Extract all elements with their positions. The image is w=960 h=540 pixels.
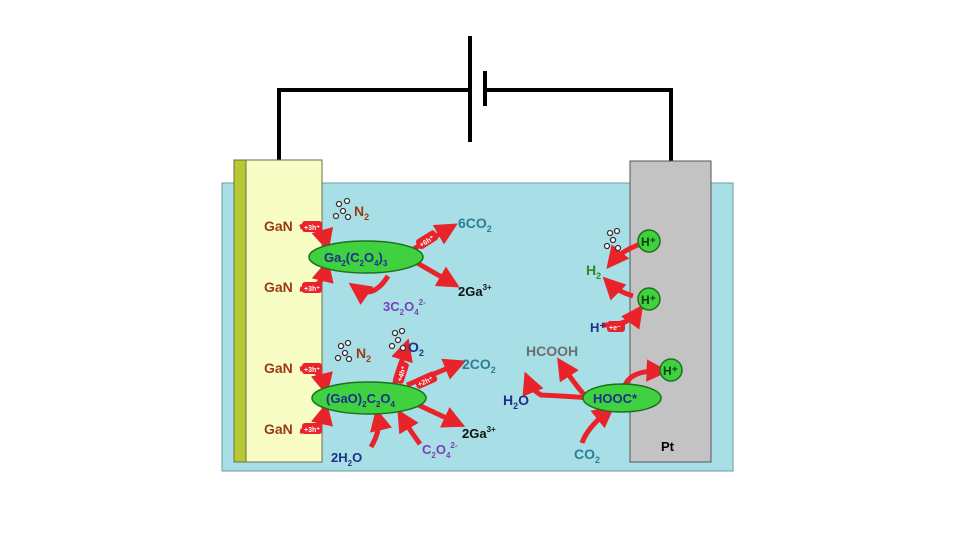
gan-anode — [233, 159, 323, 463]
n2-label-bottom: N2 — [356, 345, 371, 364]
tag-e: +e⁻ — [609, 325, 621, 332]
gas-bubbles — [332, 197, 622, 363]
tag-3h-2: +3h⁺ — [304, 286, 320, 293]
gallium-oxide-oxalate-ellipse — [311, 381, 427, 415]
pt-cathode: Pt — [629, 160, 712, 463]
tag-4h: +4h⁺ — [397, 365, 409, 383]
pt-label: Pt — [661, 439, 675, 454]
h-plus-free-label: H⁺ — [590, 320, 606, 335]
charge-tags: +3h⁺ +3h⁺ +3h⁺ +3h⁺ +6h⁺ +4h⁺ +2h⁺ +e⁻ — [302, 221, 625, 434]
tag-3h-3: +3h⁺ — [304, 367, 320, 374]
co2-product-top: 6CO2 — [458, 215, 492, 234]
co2-product-bottom: 2CO2 — [462, 356, 496, 375]
h-plus-label-2: H⁺ — [641, 293, 656, 307]
anode-labels: GaN GaN GaN GaN N2 N2 O2 Ga2(C2O4)3 (GaO… — [264, 203, 496, 468]
formic-acid-label: HCOOH — [526, 343, 578, 359]
gan-label-1: GaN — [264, 218, 293, 234]
oxalate-ion-top: 3C2O42- — [383, 298, 426, 317]
gan-label-2: GaN — [264, 279, 293, 295]
water-byproduct-label: H2O — [503, 392, 529, 411]
h2-label: H2 — [586, 262, 601, 281]
gallium-oxalate-ellipse — [308, 240, 424, 274]
gallium-oxide-oxalate-formula: (GaO)2C2O4 — [326, 391, 396, 409]
h-plus-circle-3 — [659, 358, 683, 382]
ga-ion-top: 2Ga3+ — [458, 283, 492, 299]
oxalate-ion-bottom: C2O42- — [422, 441, 458, 460]
o2-label: O2 — [408, 339, 424, 358]
gan-label-3: GaN — [264, 360, 293, 376]
gallium-oxalate-formula: Ga2(C2O4)3 — [324, 250, 388, 268]
h-plus-circle-1 — [637, 229, 661, 253]
complex-ellipses — [308, 229, 683, 415]
h-plus-circle-2 — [637, 287, 661, 311]
h-plus-label-1: H⁺ — [641, 235, 656, 249]
gan-label-4: GaN — [264, 421, 293, 437]
co2-reactant-cathode: CO2 — [574, 446, 600, 465]
cathode-labels: H⁺ H⁺ H⁺ H2 H⁺ HCOOH HOOC* H2O CO2 — [503, 235, 678, 465]
tag-3h-1: +3h⁺ — [304, 225, 320, 232]
h-plus-label-3: H⁺ — [663, 364, 678, 378]
ga-ion-bottom: 2Ga3+ — [462, 425, 496, 441]
water-reactant-anode: 2H2O — [331, 450, 362, 468]
hooc-intermediate-label: HOOC* — [593, 391, 638, 406]
hooc-ellipse — [582, 383, 662, 413]
external-circuit — [277, 36, 673, 165]
n2-label-top: N2 — [354, 203, 369, 222]
tag-3h-4: +3h⁺ — [304, 427, 320, 434]
